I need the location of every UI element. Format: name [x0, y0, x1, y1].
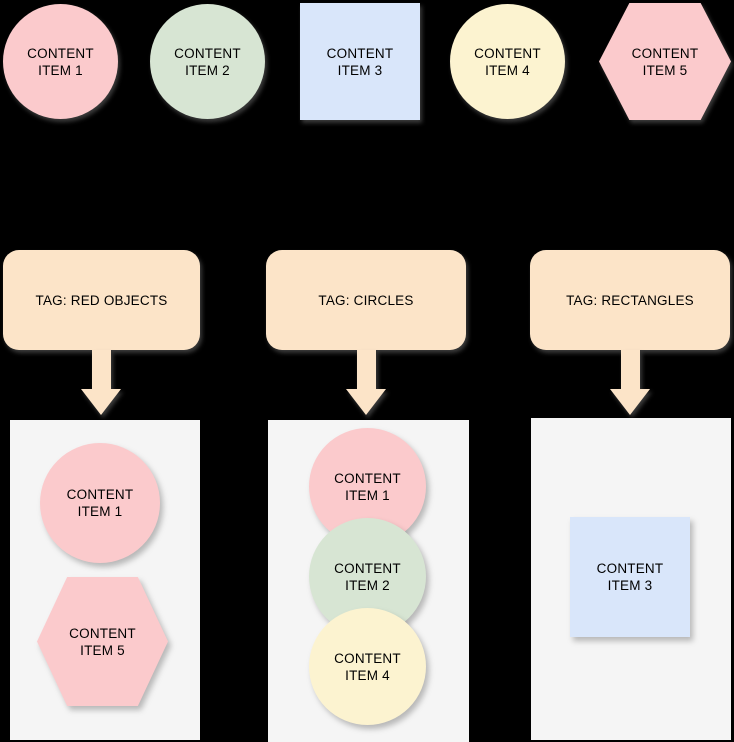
content-item-label: CONTENT [474, 45, 541, 61]
content-item-label: ITEM 1 [77, 504, 123, 519]
content-item-label: ITEM 2 [185, 62, 230, 78]
group-member-square: CONTENT ITEM 3 [570, 517, 690, 637]
tag-red-objects: TAG: RED OBJECTS [3, 250, 200, 350]
content-item-1-circle: CONTENT ITEM 1 [3, 4, 118, 119]
arrow-stem [620, 350, 640, 389]
group-member-item-2: CONTENT ITEM 2 [309, 518, 426, 635]
tag-rectangles: TAG: RECTANGLES [530, 250, 730, 350]
group-member-circle: CONTENT ITEM 1 [40, 443, 160, 563]
group-member-item-5: CONTENT ITEM 5 [37, 577, 168, 706]
arrow-head [610, 389, 650, 415]
content-item-label: ITEM 2 [345, 577, 390, 593]
content-item-2: CONTENT ITEM 2 [150, 4, 265, 119]
tag-label: TAG: CIRCLES [318, 292, 414, 308]
group-member-item-3: CONTENT ITEM 3 [570, 517, 690, 637]
arrow-head [346, 389, 386, 415]
content-item-label: ITEM 5 [642, 62, 688, 78]
content-item-label: ITEM 5 [80, 642, 125, 658]
content-item-4-circle: CONTENT ITEM 4 [450, 4, 565, 119]
content-item-label: CONTENT [631, 45, 699, 61]
group-container-red-objects: CONTENT ITEM 1 CONTENT ITEM 5 [10, 420, 200, 740]
content-item-label: CONTENT [334, 470, 401, 486]
arrow-stem [91, 350, 111, 389]
content-item-3-square: CONTENT ITEM 3 [300, 3, 420, 120]
group-member-circle: CONTENT ITEM 2 [309, 518, 426, 635]
content-item-label: CONTENT [596, 561, 664, 576]
content-item-5: CONTENT ITEM 5 [599, 3, 731, 120]
group-member-item-1: CONTENT ITEM 1 [40, 443, 160, 563]
content-item-label: ITEM 4 [345, 667, 390, 683]
content-item-label: CONTENT [174, 45, 241, 61]
content-item-2-circle: CONTENT ITEM 2 [150, 4, 265, 119]
group-member-item-4: CONTENT ITEM 4 [309, 608, 426, 725]
content-item-label: CONTENT [66, 487, 134, 502]
tag-label: TAG: RED OBJECTS [35, 292, 168, 308]
down-arrow-circles [346, 350, 386, 415]
content-item-3: CONTENT ITEM 3 [300, 3, 420, 120]
content-item-label: ITEM 3 [337, 62, 383, 78]
arrow-stem [356, 350, 376, 389]
down-arrow-rectangles [610, 350, 650, 415]
tag-circles: TAG: CIRCLES [266, 250, 466, 350]
content-item-5-hexagon: CONTENT ITEM 5 [599, 3, 731, 120]
tag-label: TAG: RECTANGLES [566, 292, 694, 308]
content-item-label: ITEM 1 [345, 487, 390, 503]
content-item-4: CONTENT ITEM 4 [450, 4, 565, 119]
content-item-label: CONTENT [69, 625, 136, 641]
content-item-label: CONTENT [326, 45, 394, 61]
content-item-label: ITEM 3 [607, 578, 653, 593]
group-member-circle: CONTENT ITEM 4 [309, 608, 426, 725]
down-arrow-red-objects [81, 350, 121, 415]
group-container-rectangles: CONTENT ITEM 3 [531, 418, 731, 740]
arrow-head [81, 389, 121, 415]
group-container-circles: CONTENT ITEM 1 CONTENT ITEM 2 CONTENT IT… [268, 420, 469, 742]
group-member-hexagon: CONTENT ITEM 5 [37, 577, 168, 706]
content-item-label: ITEM 1 [38, 62, 83, 78]
content-item-1: CONTENT ITEM 1 [3, 4, 118, 119]
content-item-label: ITEM 4 [485, 62, 530, 78]
content-item-label: CONTENT [27, 45, 94, 61]
content-item-label: CONTENT [334, 560, 401, 576]
content-item-label: CONTENT [334, 650, 401, 666]
